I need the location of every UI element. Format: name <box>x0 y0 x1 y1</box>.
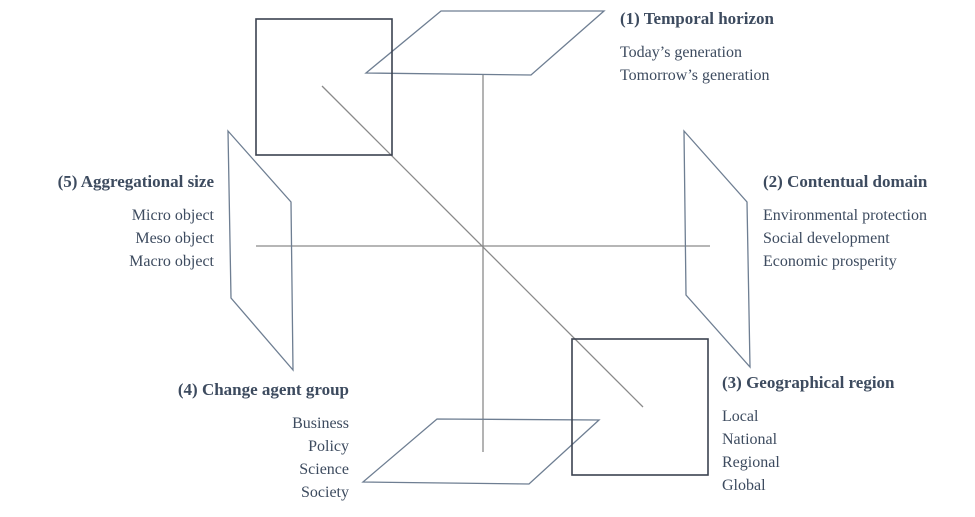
change-agent-item: Science <box>299 461 349 478</box>
geographical-item: National <box>722 431 778 448</box>
contentual-item: Economic prosperity <box>763 253 897 270</box>
geographical-dimension-title: (3) Geographical region <box>722 373 895 392</box>
aggregational-item: Macro object <box>129 253 214 270</box>
diagonal-axis <box>321 85 644 408</box>
temporal-dimension: (1) Temporal horizon Today’s generation … <box>620 9 774 87</box>
change-agent-item: Society <box>301 484 349 501</box>
temporal-dimension-title: (1) Temporal horizon <box>620 9 774 28</box>
contentual-plane <box>683 129 751 369</box>
temporal-dimension-items: Today’s generation Tomorrow’s generation <box>620 41 774 87</box>
aggregational-dimension-items: Micro object Meso object Macro object <box>58 204 214 273</box>
contentual-dimension-title: (2) Contentual domain <box>763 172 928 191</box>
aggregational-plane <box>227 129 294 372</box>
aggregational-item: Meso object <box>135 230 214 247</box>
geographical-square-lower <box>571 338 709 476</box>
contentual-dimension-items: Environmental protection Social developm… <box>763 204 927 273</box>
change-agent-dimension-title: (4) Change agent group <box>177 380 349 399</box>
temporal-item: Today’s generation <box>620 44 742 61</box>
aggregational-dimension: (5) Aggregational size Micro object Meso… <box>58 172 214 273</box>
geographical-item: Regional <box>722 454 780 471</box>
change-agent-item: Business <box>292 415 349 432</box>
change-agent-plane <box>361 418 601 485</box>
contentual-item: Social development <box>763 230 890 247</box>
temporal-item: Tomorrow’s generation <box>620 67 770 84</box>
aggregational-dimension-title: (5) Aggregational size <box>57 172 214 191</box>
contentual-item: Environmental protection <box>763 207 927 224</box>
contentual-dimension: (2) Contentual domain Environmental prot… <box>763 172 927 273</box>
aggregational-item: Micro object <box>131 207 214 224</box>
geographical-item: Local <box>722 408 759 425</box>
change-agent-dimension: (4) Change agent group Business Policy S… <box>178 380 349 504</box>
change-agent-dimension-items: Business Policy Science Society <box>178 412 349 504</box>
geographical-square-upper <box>255 18 393 156</box>
change-agent-item: Policy <box>308 438 349 455</box>
temporal-plane <box>364 10 606 76</box>
geographical-dimension: (3) Geographical region Local National R… <box>722 373 895 497</box>
geographical-item: Global <box>722 477 766 494</box>
geographical-dimension-items: Local National Regional Global <box>722 405 895 497</box>
